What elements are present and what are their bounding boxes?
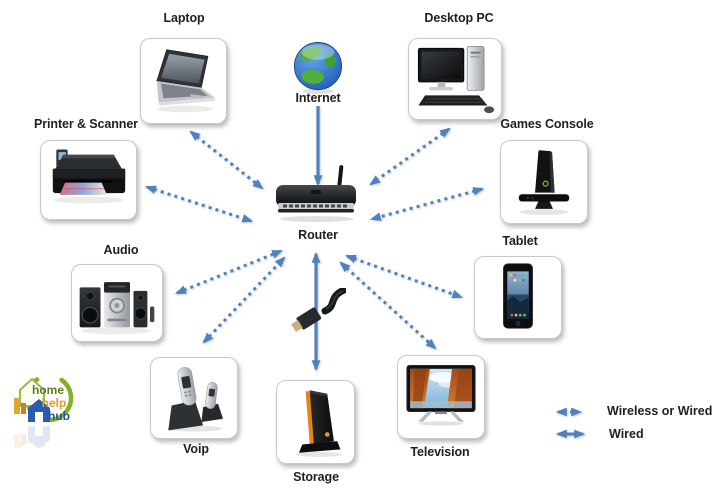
legend-label-wired: Wired [609, 427, 644, 441]
label-voip: Voip [183, 442, 209, 456]
node-card-audio [71, 264, 163, 342]
internet-globe-icon [291, 40, 345, 96]
node-card-tablet [474, 256, 562, 339]
label-audio: Audio [103, 243, 139, 257]
logo-word-hub: hub [48, 409, 70, 423]
arrow-router-desktop-pc [369, 127, 451, 186]
legend-label-wireless-or-wired: Wireless or Wired [607, 404, 713, 418]
arrow-router-audio [174, 249, 284, 295]
games-console-icon [509, 146, 579, 218]
router-icon [275, 163, 360, 225]
ethernet-cable-icon [288, 288, 346, 334]
label-tablet: Tablet [502, 234, 538, 248]
arrow-router-games-console [369, 187, 485, 221]
node-card-desktop-pc [408, 38, 502, 120]
label-storage: Storage [293, 470, 339, 484]
label-desktop-pc: Desktop PC [424, 11, 494, 25]
arrow-router-laptop [189, 130, 264, 190]
label-internet: Internet [295, 91, 341, 105]
arrow-router-television [339, 261, 437, 350]
label-games-console: Games Console [500, 117, 594, 131]
arrow-router-tablet [344, 254, 464, 299]
label-printer-scanner: Printer & Scanner [34, 117, 138, 131]
arrow-router-voip [202, 256, 286, 344]
audio-icon [77, 270, 157, 336]
storage-icon [284, 386, 348, 458]
logo-word-help: help [42, 396, 67, 410]
label-router: Router [298, 228, 338, 242]
label-television: Television [410, 445, 470, 459]
node-card-voip [150, 357, 238, 439]
voip-icon [158, 364, 230, 432]
laptop-icon [147, 46, 221, 116]
printer-scanner-icon [47, 146, 131, 214]
label-laptop: Laptop [163, 11, 205, 25]
node-card-games-console [500, 140, 588, 224]
node-card-storage [276, 380, 355, 464]
arrow-router-printer [144, 185, 254, 223]
node-card-printer-scanner [40, 140, 137, 220]
node-card-television [397, 355, 485, 439]
node-card-laptop [140, 38, 227, 124]
home-help-hub-logo: home help hub [12, 366, 78, 448]
desktop-pc-icon [415, 43, 495, 115]
tablet-icon [485, 262, 551, 333]
logo-word-home: home [32, 383, 64, 397]
television-icon [404, 362, 478, 432]
